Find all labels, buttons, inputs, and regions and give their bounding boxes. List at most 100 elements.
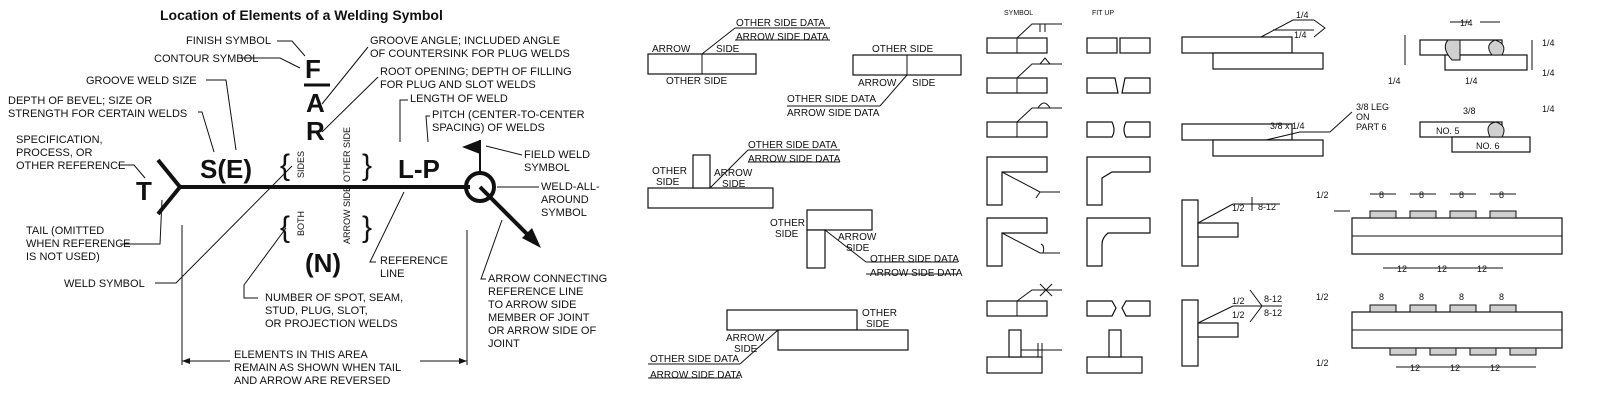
example-lap-joint: OTHER SIDE ARROW SIDE OTHER SIDE DATA AR… — [648, 308, 909, 381]
segment-length-3: 8 — [1459, 190, 1464, 200]
size-38x14: 3/8 x 1/4 — [1270, 121, 1305, 131]
label-weld-symbol: WELD SYMBOL — [64, 278, 145, 290]
segment-length-2: 8 — [1419, 190, 1424, 200]
pitch-label-1: 8-12 — [1258, 202, 1276, 212]
arrow-side-data-label: ARROW SIDE DATA — [650, 370, 743, 381]
plug-size-top: 1/4 — [1460, 18, 1473, 28]
weld-symbol-elements-panel: Location of Elements of a Welding Symbol… — [8, 7, 607, 387]
other-side-label: OTHER SIDE — [872, 44, 933, 55]
size-quarter-top: 1/4 — [1296, 10, 1309, 20]
plug-size-right: 1/4 — [1542, 68, 1555, 78]
segment-length-1: 8 — [1379, 190, 1384, 200]
pitch-12-3: 12 — [1477, 264, 1487, 274]
leader-lines — [118, 40, 539, 365]
leg-label-2: ON — [1356, 112, 1370, 122]
label-num-2: STUD, PLUG, SLOT, — [265, 305, 368, 317]
panel-title: Location of Elements of a Welding Symbol — [160, 7, 443, 23]
pitch-12-1: 12 — [1397, 264, 1407, 274]
label-arrow-4: MEMBER OF JOINT — [488, 312, 590, 324]
label-ref-2: LINE — [380, 268, 404, 280]
label-ref-1: REFERENCE — [380, 255, 448, 267]
pitch-12-2: 12 — [1437, 264, 1447, 274]
arrow-side-data-label: ARROW SIDE DATA — [748, 154, 841, 165]
label-spec-1: SPECIFICATION, — [16, 134, 103, 146]
side-label: SIDE — [775, 229, 799, 240]
field-weld-flag-icon — [462, 140, 480, 154]
arrow-label: ARROW — [726, 333, 765, 344]
label-field-2: SYMBOL — [524, 162, 570, 174]
size-quarter-bottom: 1/4 — [1294, 30, 1307, 40]
leg-label-3: PART 6 — [1356, 122, 1387, 132]
label-root-2: FOR PLUG AND SLOT WELDS — [380, 79, 536, 91]
side-label: SIDE — [716, 44, 740, 55]
size-half-a: 1/2 — [1316, 190, 1329, 200]
plate-no6: NO. 6 — [1476, 141, 1500, 151]
plate-no5: NO. 5 — [1436, 126, 1460, 136]
label-arrow-2: REFERENCE LINE — [488, 286, 583, 298]
size-half-c: 1/2 — [1316, 358, 1329, 368]
segment-length-8: 8 — [1499, 292, 1504, 302]
arrow-line — [478, 185, 535, 242]
label-field-1: FIELD WELD — [524, 149, 590, 161]
segment-length-5: 8 — [1379, 292, 1384, 302]
label-tail-3: IS NOT USED) — [26, 251, 100, 263]
half-label-3: 1/2 — [1232, 310, 1245, 320]
label-finish-symbol: FINISH SYMBOL — [186, 35, 271, 47]
label-groove-angle-2: OF COUNTERSINK FOR PLUG WELDS — [370, 48, 570, 60]
label-arrow-6: JOINT — [488, 338, 520, 350]
plug-weld-examples: 1/4 1/4 1/4 1/4 1/4 NO. 5 NO. 6 3/8 1/4 — [1388, 18, 1555, 153]
label-wa-1: WELD-ALL- — [541, 181, 600, 193]
other-label: OTHER — [652, 166, 687, 177]
brace-right-upper: } — [362, 149, 372, 182]
side-data-examples-panel: OTHER SIDE DATA ARROW SIDE DATA ARROW SI… — [647, 18, 963, 381]
pitch-12-5: 12 — [1450, 363, 1460, 373]
side-label-2: SIDE — [734, 344, 758, 355]
other-side-data-label: OTHER SIDE DATA — [870, 254, 959, 265]
letter-a: A — [306, 88, 325, 118]
label-length: LENGTH OF WELD — [410, 93, 508, 105]
pitch-label-2: 8-12 — [1264, 294, 1282, 304]
plug-size-bottom: 1/4 — [1465, 76, 1478, 86]
label-elem-2: REMAIN AS SHOWN WHEN TAIL — [234, 362, 401, 374]
plug-size-right-2: 1/4 — [1542, 104, 1555, 114]
arrow-label: ARROW — [714, 168, 753, 179]
label-num-1: NUMBER OF SPOT, SEAM, — [265, 292, 403, 304]
tail-mark — [156, 158, 183, 216]
side-label: SIDE — [656, 177, 680, 188]
label-contour-symbol: CONTOUR SYMBOL — [154, 53, 258, 65]
label-other-side: OTHER SIDE — [342, 127, 352, 182]
label-pitch-1: PITCH (CENTER-TO-CENTER — [432, 109, 585, 121]
label-arrow-3: TO ARROW SIDE — [488, 299, 576, 311]
pitch-12-4: 12 — [1410, 363, 1420, 373]
leg-label-1: 3/8 LEG — [1356, 102, 1389, 112]
symbol-header: SYMBOL — [1004, 10, 1033, 17]
label-groove-angle-1: GROOVE ANGLE; INCLUDED ANGLE — [370, 35, 560, 47]
label-root-1: ROOT OPENING; DEPTH OF FILLING — [380, 66, 572, 78]
label-spec-2: PROCESS, OR — [16, 147, 92, 159]
example-arrow-other-side-2: OTHER SIDE ARROW SIDE OTHER SIDE DATA AR… — [787, 44, 962, 119]
segment-length-7: 8 — [1459, 292, 1464, 302]
intermittent-weld-examples: 8 8 8 8 12 12 12 1/2 8 8 8 8 12 12 12 1/… — [1316, 190, 1563, 373]
arrow-label: ARROW — [858, 78, 897, 89]
half-label-1: 1/2 — [1232, 203, 1245, 213]
side-label-2: SIDE — [722, 179, 746, 190]
brace-left-upper: { — [280, 149, 290, 182]
half-label-2: 1/2 — [1232, 296, 1245, 306]
letter-t: T — [136, 176, 152, 206]
arrow-side-data-label: ARROW SIDE DATA — [787, 108, 880, 119]
label-num-3: OR PROJECTION WELDS — [265, 318, 398, 330]
letter-se: S(E) — [200, 154, 252, 184]
symbol-fitup-columns: SYMBOL FIT UP — [986, 10, 1151, 374]
label-arrow-side: ARROW SIDE — [342, 186, 352, 244]
label-wa-3: SYMBOL — [541, 207, 587, 219]
side-label: SIDE — [866, 319, 890, 330]
label-sides: SIDES — [296, 151, 306, 178]
plug-size-38: 3/8 — [1463, 106, 1476, 116]
segment-length-4: 8 — [1499, 190, 1504, 200]
label-depth-bevel-2: STRENGTH FOR CERTAIN WELDS — [8, 108, 187, 120]
fitup-header: FIT UP — [1092, 10, 1114, 17]
arrow-side-data-label: ARROW SIDE DATA — [870, 268, 963, 279]
arrow-side-data-label: ARROW SIDE DATA — [736, 32, 829, 43]
other-side-data-label: OTHER SIDE DATA — [650, 354, 739, 365]
